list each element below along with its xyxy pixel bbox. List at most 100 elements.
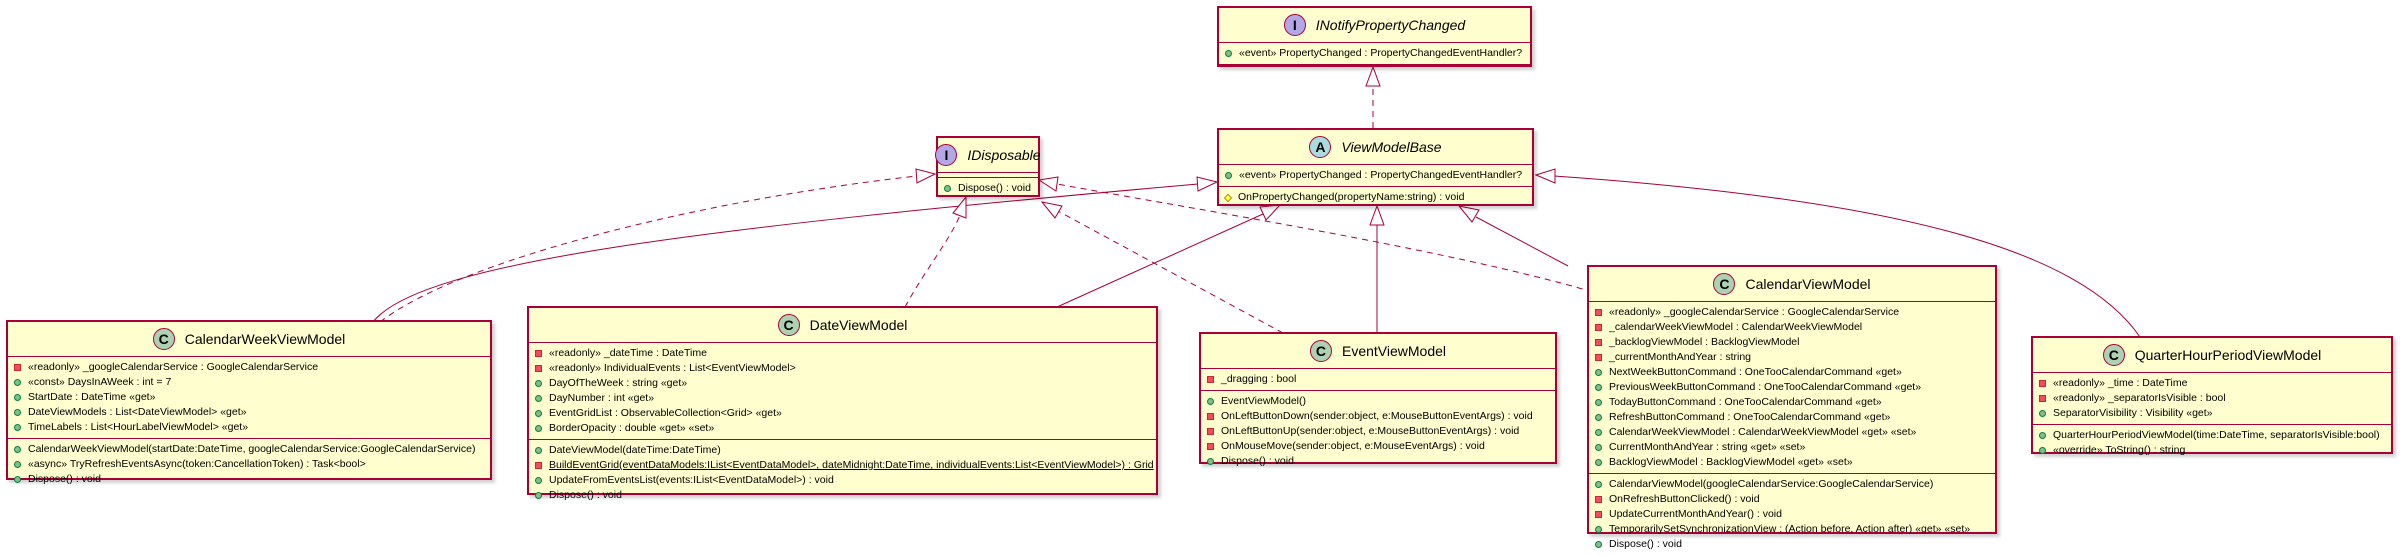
public-icon [1595,526,1602,533]
class-quarterhourperiodviewmodel: C QuarterHourPeriodViewModel «readonly» … [2031,336,2393,456]
member-text: Dispose() : void [549,489,622,501]
private-icon [14,364,21,371]
public-icon [14,446,21,453]
public-icon [535,425,542,432]
public-icon [1595,369,1602,376]
member-row: DayOfTheWeek : string «get» [529,376,1156,391]
methods: EventViewModel() OnLeftButtonDown(sender… [1201,391,1555,472]
member-row: SeparatorVisibility : Visibility «get» [2033,406,2391,421]
member-text: Dispose() : void [958,182,1031,194]
member-row: OnRefreshButtonClicked() : void [1589,492,1995,507]
private-icon [535,350,542,357]
fields: «event» PropertyChanged : PropertyChange… [1219,165,1532,187]
class-calendarweekviewmodel: C CalendarWeekViewModel «readonly» _goog… [6,320,492,485]
public-icon [1595,399,1602,406]
public-icon [1595,429,1602,436]
realization-arrowhead [1040,201,1063,219]
member-text: StartDate : DateTime «get» [28,391,156,403]
member-row: Dispose() : void [938,181,1038,196]
private-icon [1207,413,1214,420]
private-icon [1207,443,1214,450]
member-row: «readonly» _dateTime : DateTime [529,346,1156,361]
class-calendarviewmodel: C CalendarViewModel «readonly» _googleCa… [1587,265,1997,550]
fields: «event» PropertyChanged : PropertyChange… [1219,43,1530,65]
member-row: StartDate : DateTime «get» [8,390,490,405]
member-row: Dispose() : void [1201,454,1555,469]
member-text: DayNumber : int «get» [549,392,655,404]
public-icon [14,394,21,401]
class-dateviewmodel: C DateViewModel «readonly» _dateTime : D… [527,306,1158,501]
public-icon [1595,414,1602,421]
member-text: OnLeftButtonDown(sender:object, e:MouseB… [1221,410,1533,422]
methods: DateViewModel(dateTime:DateTime) BuildEv… [529,440,1156,506]
member-row: «event» PropertyChanged : PropertyChange… [1219,168,1532,183]
member-text: UpdateFromEventsList(events:IList<EventD… [549,474,834,486]
member-text: PreviousWeekButtonCommand : OneTooCalend… [1609,381,1922,393]
member-text: DayOfTheWeek : string «get» [549,377,688,389]
public-icon [2039,432,2046,439]
class-header: A ViewModelBase [1219,130,1532,165]
member-row: EventGridList : ObservableCollection<Gri… [529,406,1156,421]
member-row: «readonly» _googleCalendarService : Goog… [8,360,490,375]
private-icon [2039,380,2046,387]
private-icon [1595,324,1602,331]
member-row: «readonly» _separatorIsVisible : bool [2033,391,2391,406]
member-text: «async» TryRefreshEventsAsync(token:Canc… [28,458,366,470]
generalization-arrowhead [1196,176,1219,192]
class-header: C QuarterHourPeriodViewModel [2033,338,2391,373]
member-row: DayNumber : int «get» [529,391,1156,406]
methods: CalendarWeekViewModel(startDate:DateTime… [8,439,490,490]
generalization-calendarweek-viewmodelbase [372,183,1199,323]
private-icon [535,462,542,469]
member-row: TimeLabels : List<HourLabelViewModel> «g… [8,420,490,435]
realization-arrowhead [915,168,937,184]
private-icon [1595,309,1602,316]
member-row: _currentMonthAndYear : string [1589,350,1995,365]
class-name: IDisposable [967,147,1041,163]
fields: _dragging : bool [1201,369,1555,391]
class-icon: C [2102,344,2125,366]
methods: OnPropertyChanged(propertyName:string) :… [1219,187,1532,208]
realization-arrowhead [952,195,967,219]
member-text: QuarterHourPeriodViewModel(time:DateTime… [2053,429,2380,441]
realization-arrowhead [1365,65,1381,87]
member-text: BorderOpacity : double «get» «set» [549,422,715,434]
member-text: BacklogViewModel : BacklogViewModel «get… [1609,456,1853,468]
public-icon [14,461,21,468]
member-row: CalendarWeekViewModel : CalendarWeekView… [1589,425,1995,440]
realization-dateview-idisposable [904,214,961,308]
class-header: C DateViewModel [529,308,1156,343]
member-text: DateViewModel(dateTime:DateTime) [549,444,721,456]
member-text: _backlogViewModel : BacklogViewModel [1609,336,1800,348]
private-icon [1595,354,1602,361]
member-row: «readonly» _time : DateTime [2033,376,2391,391]
public-icon [535,395,542,402]
private-icon [2039,395,2046,402]
fields: «readonly» _time : DateTime «readonly» _… [2033,373,2391,425]
class-inotifypropertychanged: I INotifyPropertyChanged «event» Propert… [1217,6,1532,67]
member-row: TodayButtonCommand : OneTooCalendarComma… [1589,395,1995,410]
interface-icon: I [935,144,958,166]
member-row: DateViewModels : List<DateViewModel> «ge… [8,405,490,420]
generalization-calendarview-viewmodelbase [1475,216,1569,267]
member-row: BacklogViewModel : BacklogViewModel «get… [1589,455,1995,470]
member-text: Dispose() : void [1609,538,1682,550]
realization-eventview-idisposable [1057,210,1284,334]
member-text: «const» DaysInAWeek : int = 7 [28,376,172,388]
member-text: «readonly» _googleCalendarService : Goog… [28,361,319,373]
member-row: QuarterHourPeriodViewModel(time:DateTime… [2033,428,2391,443]
member-row: Dispose() : void [529,488,1156,503]
generalization-arrowhead [1369,204,1385,226]
class-icon: C [777,314,800,336]
class-viewmodelbase: A ViewModelBase «event» PropertyChanged … [1217,128,1534,206]
generalization-arrowhead [1457,205,1480,223]
member-text: OnPropertyChanged(propertyName:string) :… [1238,191,1465,203]
member-text: EventGridList : ObservableCollection<Gri… [549,407,782,419]
member-text: «readonly» _time : DateTime [2053,377,2188,389]
public-icon [14,424,21,431]
methods: CalendarViewModel(googleCalendarService:… [1589,474,1995,555]
public-icon [1595,481,1602,488]
member-text: «readonly» _googleCalendarService : Goog… [1609,306,1900,318]
fields [938,173,1038,178]
fields: «readonly» _dateTime : DateTime «readonl… [529,343,1156,440]
